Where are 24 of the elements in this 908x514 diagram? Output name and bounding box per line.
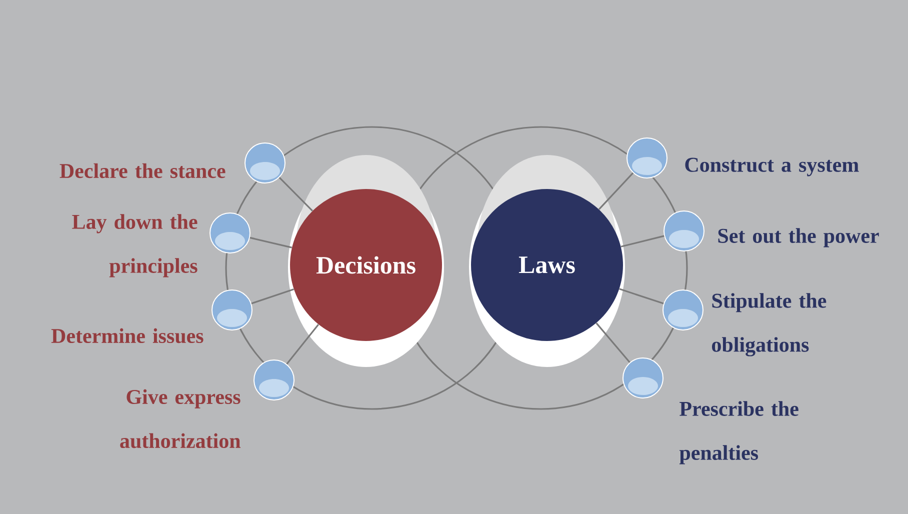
item-label: Prescribe the penalties [679, 401, 798, 464]
ball [622, 357, 664, 398]
connector-line [278, 177, 313, 212]
ball [662, 290, 704, 330]
item-label: Declare the stance [60, 163, 226, 178]
item-label: Stipulate the obligations [712, 293, 826, 356]
connector-line [250, 236, 292, 248]
item-label: Lay down the principles [72, 214, 198, 278]
ball [664, 210, 704, 252]
ball [210, 212, 250, 254]
connector-line [598, 172, 634, 210]
ball [212, 290, 252, 330]
connector-line [286, 324, 320, 364]
item-label: Set out the power [718, 228, 879, 248]
connector-line [619, 288, 664, 304]
connector-line [620, 235, 664, 248]
item-label: Determine issues [51, 328, 204, 344]
connector-line [251, 288, 294, 304]
ball [254, 359, 294, 400]
item-label: Give express authorization [120, 389, 240, 448]
ball [244, 142, 286, 184]
item-label: Construct a system [685, 158, 859, 176]
ball [626, 138, 668, 178]
connector-line [596, 322, 630, 363]
